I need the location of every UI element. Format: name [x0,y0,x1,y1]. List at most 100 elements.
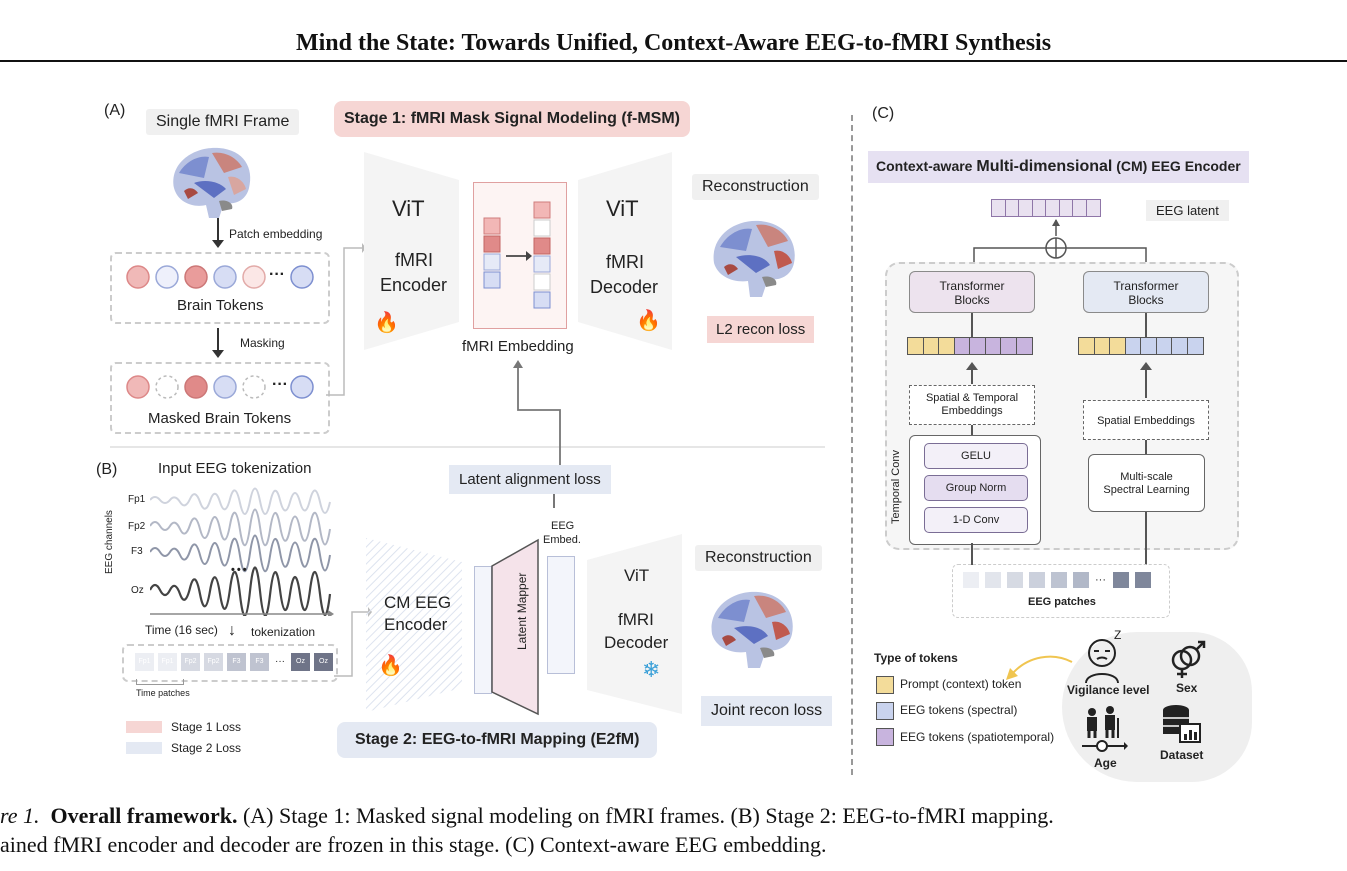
channel-fp1: Fp1 [128,494,146,505]
brain-icon [713,220,795,297]
legend-stage2-swatch [126,742,162,754]
latent-mapper-label: Latent Mapper [515,572,529,650]
prompt-token [922,337,940,355]
eeg-patch-ellipsis: ··· [1095,574,1106,586]
time-patches-label: Time patches [136,688,190,698]
title-prefix: Context-aware [876,158,977,174]
decoder-b-label-2: Decoder [604,633,669,652]
decoder-b-label-1: fMRI [618,610,654,629]
latent-alignment-label: Latent alignment loss [449,465,611,494]
eeg-patch-row: ··· [963,572,1151,588]
joint-loss-label: Joint recon loss [701,696,833,726]
panel-a-label: (A) [104,102,126,119]
panel-b-label: (B) [96,461,118,478]
eeg-token: Fp2 [204,653,223,671]
ellipsis: ··· [272,376,288,393]
fmri-embedding-label: fMRI Embedding [462,338,574,355]
eeg-channels-label: EEG channels [104,510,115,574]
caption-line-2: ained fMRI encoder and decoder are froze… [0,832,827,857]
tb-left-2: Blocks [954,293,990,307]
legend-stage2-label: Stage 2 Loss [171,741,242,755]
arrow-head [1140,362,1152,370]
brain-tokens-label: Brain Tokens [177,297,264,314]
arrow-line [971,366,973,384]
eeg-token: F3 [227,653,246,671]
eeg-token-box [122,644,338,682]
prompt-token [1109,337,1126,355]
transformer-blocks-left: Transformer Blocks [909,271,1035,313]
caption-line-1: re 1. Overall framework. (A) Stage 1: Ma… [0,801,1054,830]
caption-bold: Overall framework. [50,803,238,828]
eeg-embed-label-2: Embed. [543,534,581,546]
legend-stage1-label: Stage 1 Loss [171,720,242,734]
eeg-patch [963,572,979,588]
multiscale-spectral-learning: Multi-scale Spectral Learning [1088,454,1205,512]
eeg-patch [985,572,1001,588]
encoder-name-1: fMRI [395,250,433,270]
alignment-connector [513,360,561,466]
transformer-blocks-right: Transformer Blocks [1083,271,1209,313]
eeg-token: ··· [275,656,285,667]
vit-decoder-shape [578,152,672,350]
eeg-token: Fp1 [158,653,177,671]
spatiotemporal-token [953,337,971,355]
l2-loss-label: L2 recon loss [707,316,815,343]
tb-right-2: Blocks [1128,293,1164,307]
masked-token-circles [126,375,314,399]
eeg-patch [1007,572,1023,588]
age-label: Age [1094,756,1117,770]
eeg-patches-box [952,564,1170,618]
channel-oz: Oz [131,585,144,596]
conv1d-layer: 1-D Conv [924,507,1028,533]
embedding-cells [483,201,551,309]
eeg-waveforms [150,487,334,616]
alignment-line [553,494,555,508]
dataset-label: Dataset [1160,748,1204,762]
spectral-token [1171,337,1188,355]
latent-mapper-shape [491,538,539,716]
prompt-token [1078,337,1095,355]
encoder-vit: ViT [392,196,425,221]
masked-tokens-box [110,362,330,434]
spectral-token [1155,337,1173,355]
stage1-title: Stage 1: fMRI Mask Signal Modeling (f-MS… [334,101,691,137]
eeg-token-row: Fp1 Fp1 Fp2 Fp2 F3 F3 ··· Oz Oz [135,653,333,671]
vit-decoder-frozen-shape [587,534,682,714]
masked-tokens-label: Masked Brain Tokens [148,410,292,427]
token-row-left [907,337,1033,355]
eeg-token: F3 [250,653,269,671]
ab-divider [110,446,825,448]
title-rule [0,60,1347,62]
latent-cell [1085,199,1101,217]
eeg-embed-label-1: EEG [551,520,575,532]
panel-divider [851,115,853,775]
input-eeg-title: Input EEG tokenization [158,460,312,477]
eeg-patches-label: EEG patches [1028,596,1096,608]
group-norm-layer: Group Norm [924,475,1028,501]
cm-encoder-label-1: CM EEG [384,593,452,612]
vigilance-label: Vigilance level [1067,683,1150,697]
channel-dots: ••• [231,564,249,576]
line [971,425,973,435]
time-patches-bracket [136,679,184,685]
ellipsis: ··· [269,266,285,283]
context-bg [1062,632,1252,782]
channel-f3: F3 [131,546,143,557]
connector-line [326,243,366,396]
spatiotemporal-token [984,337,1002,355]
arrow-head [212,350,224,358]
temporal-conv-label: Temporal Conv [890,450,902,524]
spatiotemporal-token [969,337,986,355]
encoder-name-2: Encoder [380,275,448,295]
brain-icon [711,591,793,668]
tb-left-1: Transformer [939,279,1005,293]
brain-token-circles [126,265,314,289]
eeg-latent-cells [991,199,1101,217]
snowflake-icon: ❄ [642,657,661,682]
spectral-token [1140,337,1157,355]
spatiotemporal-token [1000,337,1017,355]
spatiotemporal-token-label: EEG tokens (spatiotemporal) [900,730,1055,744]
eeg-token: Fp2 [181,653,200,671]
tokenization-arrow-icon: ↓ [228,622,236,639]
reconstruction-label-a: Reconstruction [692,174,819,200]
